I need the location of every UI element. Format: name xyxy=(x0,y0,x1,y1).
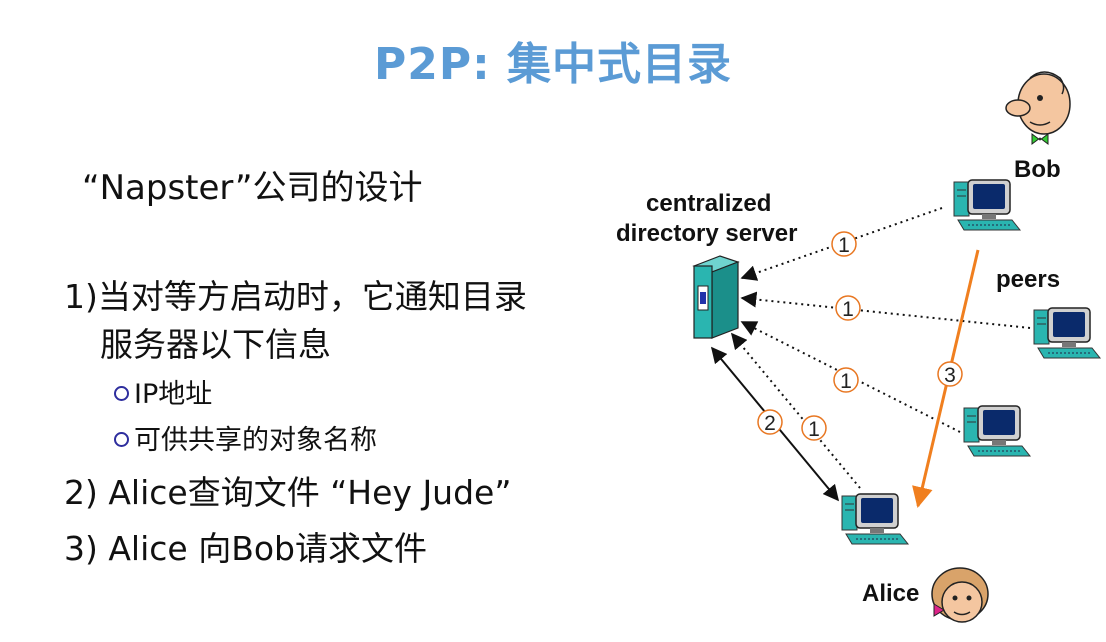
step-number-label: 1 xyxy=(808,418,820,441)
register-arrow xyxy=(740,291,1031,329)
step-number-badge: 2 xyxy=(757,409,783,435)
bob-label: Bob xyxy=(1014,156,1061,183)
step-3: 3) Alice 向Bob请求文件 xyxy=(64,529,427,568)
step-number-label: 3 xyxy=(944,364,956,387)
bob-avatar-icon xyxy=(1005,71,1071,145)
peer-computer-icon xyxy=(1033,307,1101,359)
peer-computer-icon xyxy=(963,405,1031,457)
subtitle: “Napster”公司的设计 xyxy=(82,168,423,208)
alice-computer-icon xyxy=(841,493,909,545)
step-number-label: 1 xyxy=(838,234,850,257)
sub-item-label: IP地址 xyxy=(134,379,213,410)
step-1-line-1: 1)当对等方启动时，它通知目录 xyxy=(64,277,527,316)
circle-bullet-icon xyxy=(114,386,129,401)
step-number-label: 2 xyxy=(764,412,776,435)
alice-label: Alice xyxy=(862,580,920,607)
step-number-label: 1 xyxy=(842,298,854,321)
step-2: 2) Alice查询文件 “Hey Jude” xyxy=(64,473,512,512)
step-number-badge: 3 xyxy=(937,361,963,387)
peers-label: peers xyxy=(996,266,1061,293)
step-number-badge: 1 xyxy=(831,231,857,257)
server-label-line-1: centralized xyxy=(646,190,772,217)
step-1-line-2: 服务器以下信息 xyxy=(100,325,331,364)
register-arrow xyxy=(730,332,861,489)
step-number-badge: 1 xyxy=(835,295,861,321)
alice-avatar-icon xyxy=(931,567,989,623)
step-number-badge: 1 xyxy=(833,367,859,393)
slide-title: P2P: 集中式目录 xyxy=(373,39,733,90)
step-1-sub-item-objects: 可供共享的对象名称 xyxy=(114,418,377,457)
step-number-badge: 1 xyxy=(801,415,827,441)
step-1-sub-item-ip: IP地址 xyxy=(114,372,212,411)
bob-computer-icon xyxy=(953,179,1021,231)
server-label-line-2: directory server xyxy=(616,220,798,247)
sub-item-label: 可供共享的对象名称 xyxy=(134,425,377,456)
directory-server-icon xyxy=(692,255,740,339)
circle-bullet-icon xyxy=(114,432,129,447)
step-number-label: 1 xyxy=(840,370,852,393)
